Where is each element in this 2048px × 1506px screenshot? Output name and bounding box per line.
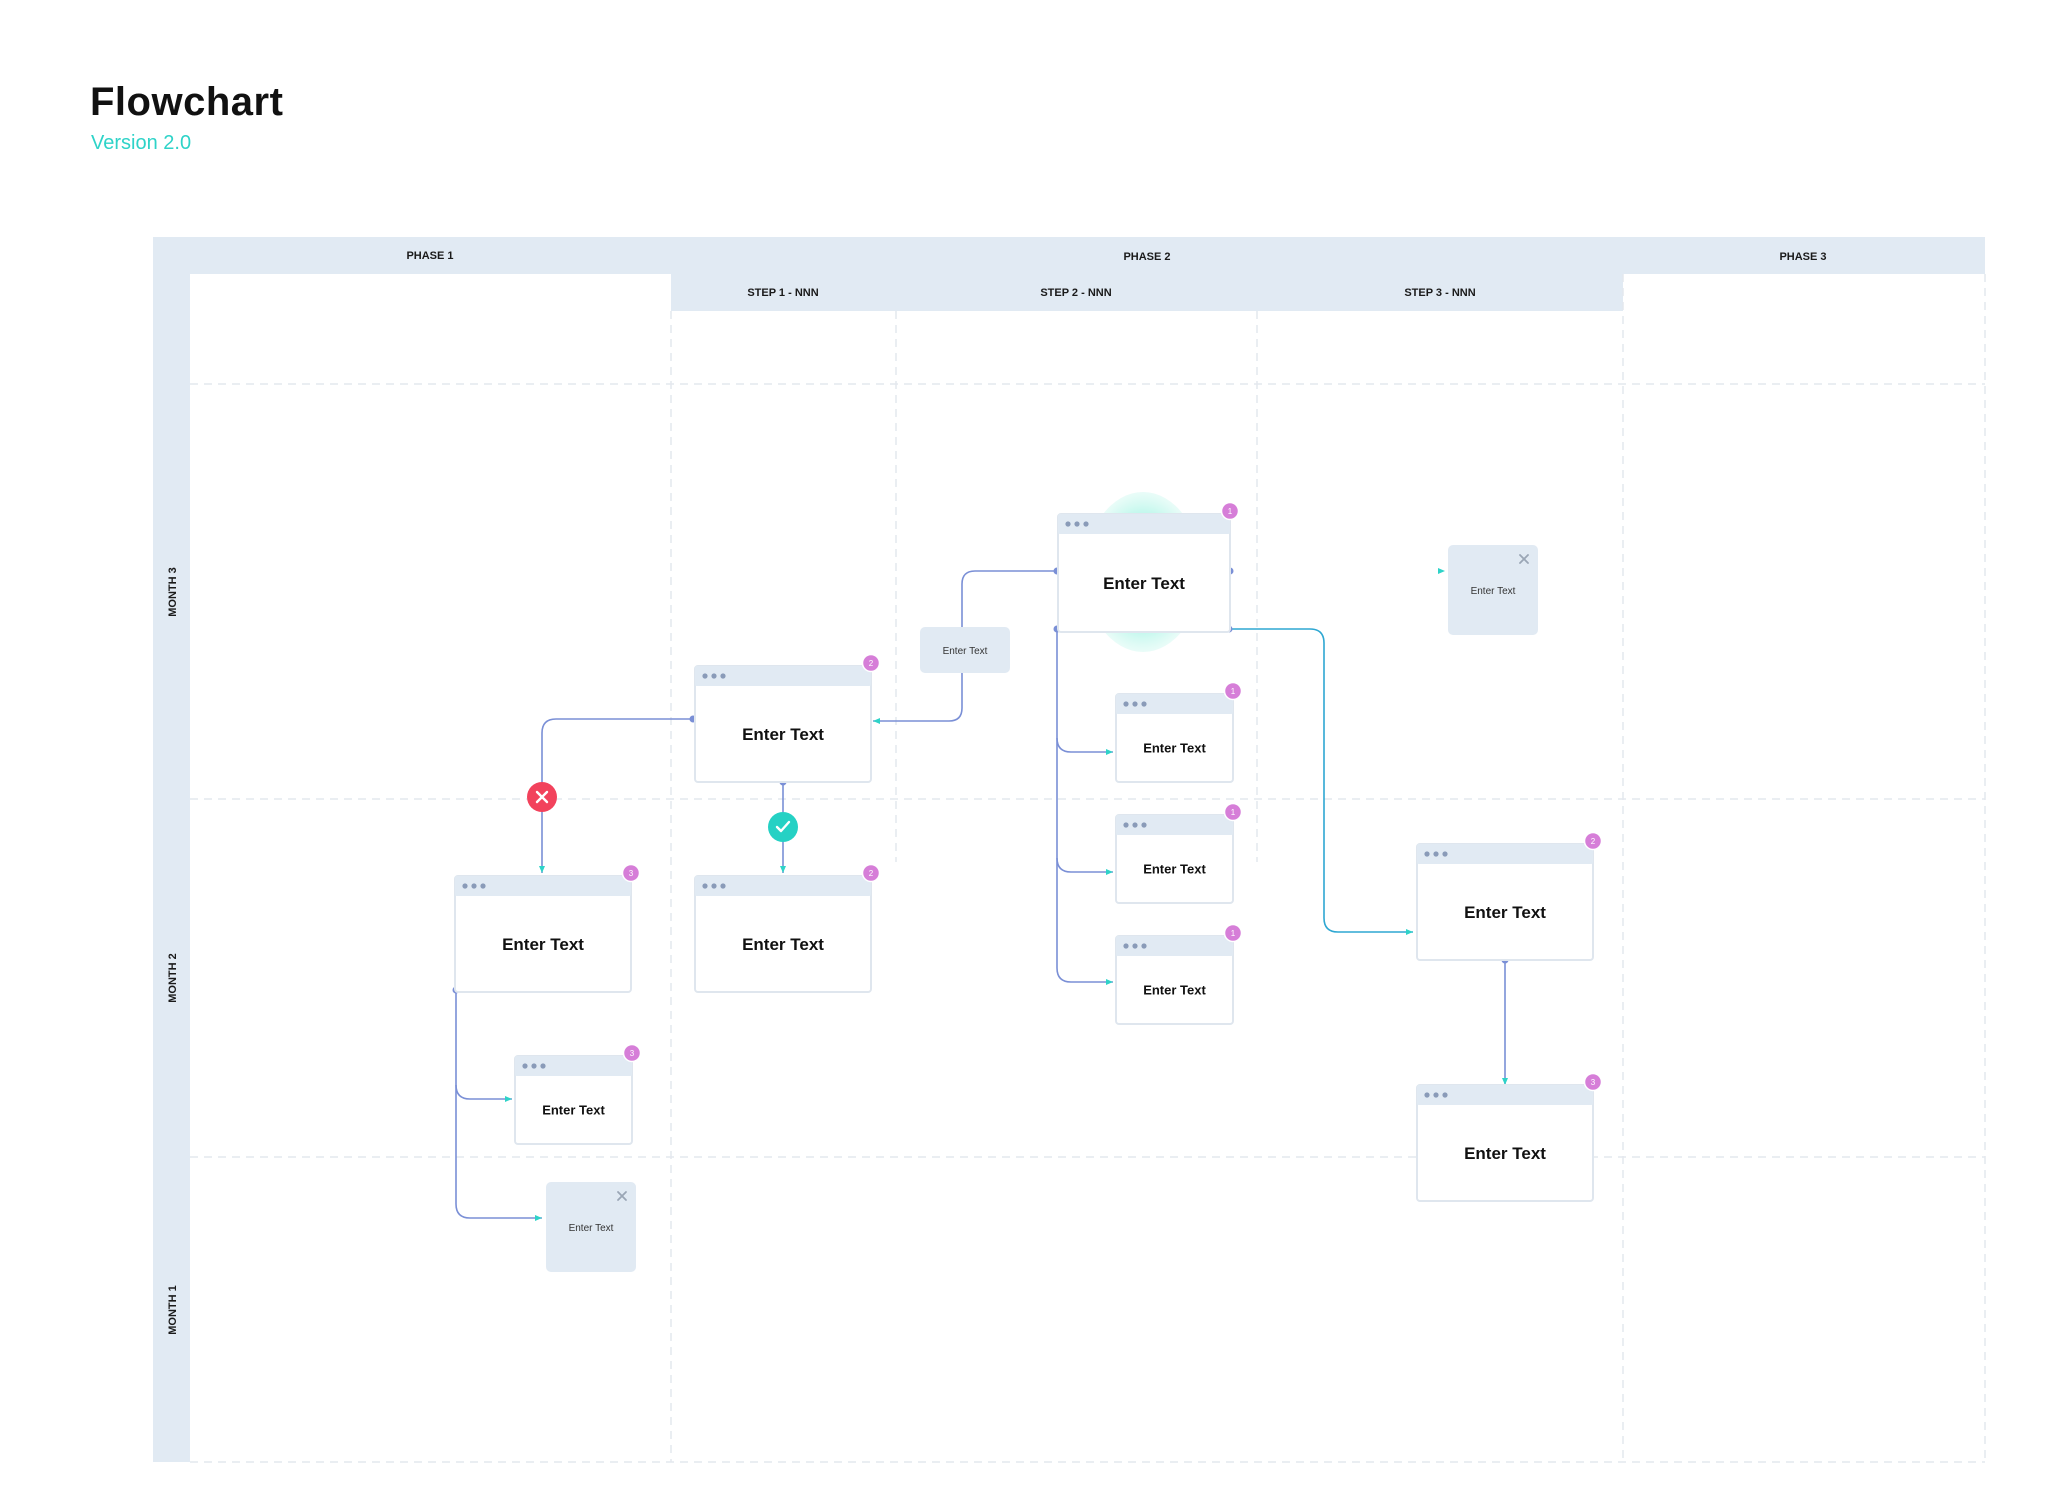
connector-p1-small <box>455 990 512 1102</box>
node-badge: 3 <box>621 863 641 883</box>
window-node-s1a[interactable]: Enter Text 2 <box>694 653 881 783</box>
badge-count: 3 <box>1591 1078 1596 1087</box>
connector-main-s2a <box>1056 629 1113 755</box>
badge-count: 2 <box>1591 837 1596 846</box>
window-node-p1small[interactable]: Enter Text 3 <box>514 1043 642 1145</box>
node-titlebar <box>1417 1085 1593 1105</box>
node-badge: 2 <box>861 653 881 673</box>
step-3-label: STEP 3 - NNN <box>1404 287 1475 299</box>
more-dots-icon[interactable] <box>1123 943 1147 949</box>
badge-count: 1 <box>1231 808 1236 817</box>
window-node-s2a[interactable]: Enter Text 1 <box>1115 681 1243 783</box>
node-label: Enter Text <box>1464 1144 1546 1163</box>
node-label: Enter Text <box>542 1103 605 1118</box>
more-dots-icon[interactable] <box>702 673 726 679</box>
page-version: Version 2.0 <box>91 132 192 154</box>
phase-2-label: PHASE 2 <box>1123 251 1170 263</box>
node-label: Enter Text <box>502 935 584 954</box>
check-icon <box>775 820 791 833</box>
node-label: Enter Text <box>1143 983 1206 998</box>
accept-marker[interactable] <box>768 812 798 842</box>
phase-3-label: PHASE 3 <box>1779 251 1826 263</box>
node-titlebar <box>1058 514 1230 534</box>
badge-count: 1 <box>1231 929 1236 938</box>
window-node-s3b[interactable]: Enter Text 3 <box>1416 1072 1603 1202</box>
badge-count: 1 <box>1231 687 1236 696</box>
more-dots-icon[interactable] <box>1123 701 1147 707</box>
connector-main-s3a <box>1229 628 1413 935</box>
node-badge: 3 <box>1583 1072 1603 1092</box>
month-2-label: MONTH 2 <box>167 953 179 1003</box>
node-titlebar <box>1417 844 1593 864</box>
badge-count: 3 <box>630 1049 635 1058</box>
note-card-right[interactable]: Enter Text <box>1448 545 1538 635</box>
node-titlebar <box>695 876 871 896</box>
node-badge: 1 <box>1223 923 1243 943</box>
connector-p1-note <box>455 1085 542 1221</box>
node-badge: 2 <box>1583 831 1603 851</box>
more-dots-icon[interactable] <box>1065 521 1089 527</box>
close-icon <box>535 790 549 804</box>
window-node-main[interactable]: Enter Text 1 <box>1057 501 1240 633</box>
node-titlebar <box>515 1056 632 1076</box>
note-label: Enter Text <box>943 646 988 657</box>
page-title: Flowchart <box>90 80 284 124</box>
note-body <box>1448 545 1538 635</box>
window-node-s2b[interactable]: Enter Text 1 <box>1115 802 1243 904</box>
more-dots-icon[interactable] <box>702 883 726 889</box>
more-dots-icon[interactable] <box>522 1063 546 1069</box>
node-label: Enter Text <box>1103 574 1185 593</box>
step-header-band <box>671 274 1623 311</box>
node-label: Enter Text <box>742 935 824 954</box>
badge-count: 2 <box>869 869 874 878</box>
phase-1-label: PHASE 1 <box>406 250 453 262</box>
step-1-label: STEP 1 - NNN <box>747 287 818 299</box>
node-label: Enter Text <box>1143 862 1206 877</box>
more-dots-icon[interactable] <box>462 883 486 889</box>
note-body <box>546 1182 636 1272</box>
window-node-s3a[interactable]: Enter Text 2 <box>1416 831 1603 961</box>
node-titlebar <box>695 666 871 686</box>
node-badge: 1 <box>1223 802 1243 822</box>
node-titlebar <box>1116 694 1233 714</box>
note-label: Enter Text <box>569 1223 614 1234</box>
node-label: Enter Text <box>1143 741 1206 756</box>
node-badge: 2 <box>861 863 881 883</box>
step-2-label: STEP 2 - NNN <box>1040 287 1111 299</box>
node-label: Enter Text <box>742 725 824 744</box>
window-node-s2c[interactable]: Enter Text 1 <box>1115 923 1243 1025</box>
connector-s1a-p1 <box>539 718 693 873</box>
month-side-band <box>153 237 190 1462</box>
more-dots-icon[interactable] <box>1123 822 1147 828</box>
window-node-p1[interactable]: Enter Text 3 <box>454 863 641 993</box>
phase-header-band <box>153 237 1985 274</box>
more-dots-icon[interactable] <box>1424 1092 1448 1098</box>
node-badge: 1 <box>1223 681 1243 701</box>
month-1-label: MONTH 1 <box>167 1285 179 1335</box>
note-body <box>920 627 1010 673</box>
note-label: Enter Text <box>1471 586 1516 597</box>
node-badge: 1 <box>1220 501 1240 521</box>
node-titlebar <box>455 876 631 896</box>
note-card-connector[interactable]: Enter Text <box>920 627 1010 673</box>
connector-main-s2c <box>1056 858 1113 985</box>
badge-count: 3 <box>629 869 634 878</box>
grid-lines <box>190 274 1986 1463</box>
close-icon[interactable] <box>617 1191 627 1201</box>
node-badge: 3 <box>622 1043 642 1063</box>
reject-marker[interactable] <box>527 782 557 812</box>
badge-count: 2 <box>869 659 874 668</box>
badge-count: 1 <box>1228 507 1233 516</box>
note-card-p1[interactable]: Enter Text <box>546 1182 636 1272</box>
more-dots-icon[interactable] <box>1424 851 1448 857</box>
window-node-s1b[interactable]: Enter Text 2 <box>694 863 881 993</box>
month-3-label: MONTH 3 <box>167 567 179 617</box>
close-icon[interactable] <box>1519 554 1529 564</box>
connector-main-s2b <box>1056 738 1113 875</box>
node-titlebar <box>1116 815 1233 835</box>
node-titlebar <box>1116 936 1233 956</box>
node-label: Enter Text <box>1464 903 1546 922</box>
